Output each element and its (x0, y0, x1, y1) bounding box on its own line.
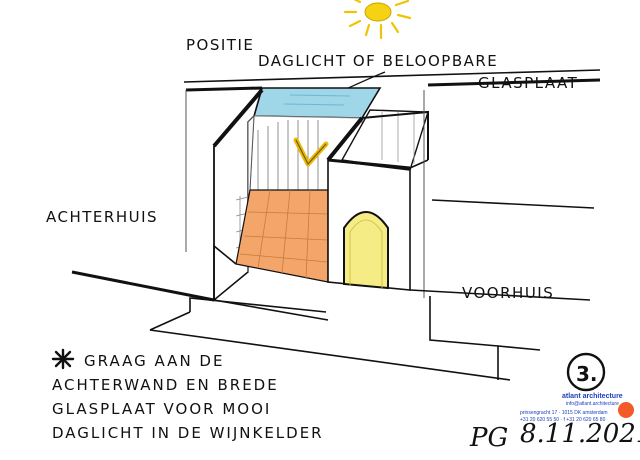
logo-email: info@atlant.architecture (566, 401, 619, 407)
logo-mark-icon (566, 352, 606, 392)
label-positie: POSITIE (186, 36, 254, 54)
note-line-2: ACHTERWAND EN BREDE (52, 376, 279, 394)
logo-phone: +31 20 620 55 50 · f +31 20 620 65 80 (520, 417, 606, 423)
logo: 3. atlant architecture info@atlant.archi… (520, 352, 623, 423)
arrow-down-icon (293, 137, 329, 167)
signature-date: 8.11.2021 (520, 419, 640, 449)
sun-icon (343, 0, 412, 40)
ground-line-left (71, 270, 215, 302)
signature-initials: PG (469, 423, 508, 453)
glass-plate (252, 87, 382, 119)
logo-address: prinsengracht 17 · 1015 DK amsterdam (520, 410, 608, 416)
label-daglicht: DAGLICHT OF BELOOPBARE (258, 52, 498, 70)
note-line-1: GRAAG AAN DE (84, 352, 224, 370)
arch-doorway (343, 211, 389, 290)
asterisk-icon (51, 348, 75, 370)
svg-text:3.: 3. (576, 362, 598, 386)
label-achterhuis: ACHTERHUIS (46, 208, 158, 226)
accent-dot (618, 402, 634, 418)
label-voorhuis: VOORHUIS (462, 284, 554, 302)
note-line-4: DAGLICHT IN DE WIJNKELDER (52, 424, 324, 442)
ground-line-top (183, 69, 601, 83)
logo-name: atlant architecture (562, 393, 623, 400)
note-line-3: GLASPLAAT VOOR MOOI (52, 400, 271, 418)
